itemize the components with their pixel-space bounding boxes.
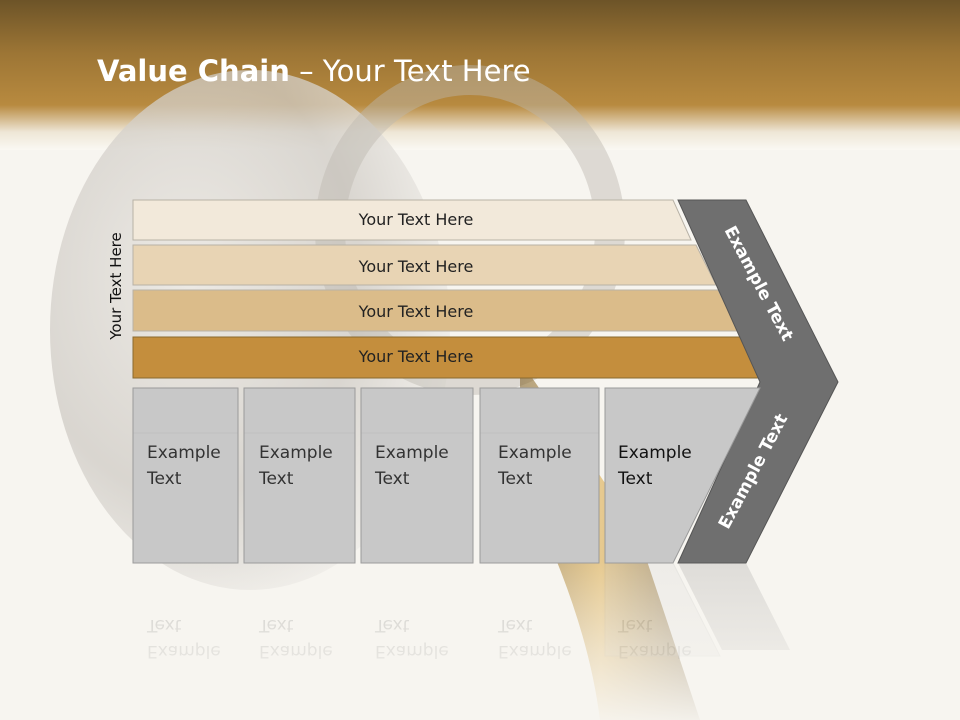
reflection-text-4b: Text xyxy=(497,615,533,635)
page-title: Value Chain – Your Text Here xyxy=(97,54,531,88)
reflection-text-2: Example xyxy=(259,641,333,661)
reflection-text-3: Example xyxy=(375,641,449,661)
cell-4-line1: Example xyxy=(498,443,572,463)
row-label-4: Your Text Here xyxy=(358,347,474,366)
reflection-text-2b: Text xyxy=(258,615,294,635)
support-row-4: Your Text Here xyxy=(132,336,764,379)
cell-5-line1: Example xyxy=(618,443,692,463)
cell-3-line1: Example xyxy=(375,443,449,463)
reflection-text-1b: Text xyxy=(146,615,182,635)
primary-cell-3: Example Text xyxy=(360,387,474,564)
cell-2-line2: Text xyxy=(258,469,294,489)
primary-cell-2: Example Text xyxy=(243,387,356,564)
reflection-text-1: Example xyxy=(147,641,221,661)
support-row-3: Your Text Here xyxy=(132,289,740,332)
cell-3-line2: Text xyxy=(374,469,410,489)
title-bold: Value Chain xyxy=(97,54,290,88)
primary-cell-1: Example Text xyxy=(132,387,239,564)
row-label-3: Your Text Here xyxy=(358,302,474,321)
cell-1-line2: Text xyxy=(146,469,182,489)
cell-2-line1: Example xyxy=(259,443,333,463)
cell-5-line2: Text xyxy=(617,469,653,489)
primary-cell-4: Example Text xyxy=(479,387,600,564)
support-row-1: Your Text Here xyxy=(132,199,692,241)
support-row-2: Your Text Here xyxy=(132,244,717,286)
row-label-1: Your Text Here xyxy=(358,210,474,229)
cell-4-line2: Text xyxy=(497,469,533,489)
title-rest: – Your Text Here xyxy=(289,54,531,88)
primary-cell-5: Example Text xyxy=(604,387,761,564)
reflection-text-5b: Text xyxy=(617,615,653,635)
cell-1-line1: Example xyxy=(147,443,221,463)
chevron-arrow xyxy=(677,199,839,564)
row-label-2: Your Text Here xyxy=(358,257,474,276)
reflection-text-3b: Text xyxy=(374,615,410,635)
reflection-text-5: Example xyxy=(618,641,692,661)
reflection-text-4: Example xyxy=(498,641,572,661)
